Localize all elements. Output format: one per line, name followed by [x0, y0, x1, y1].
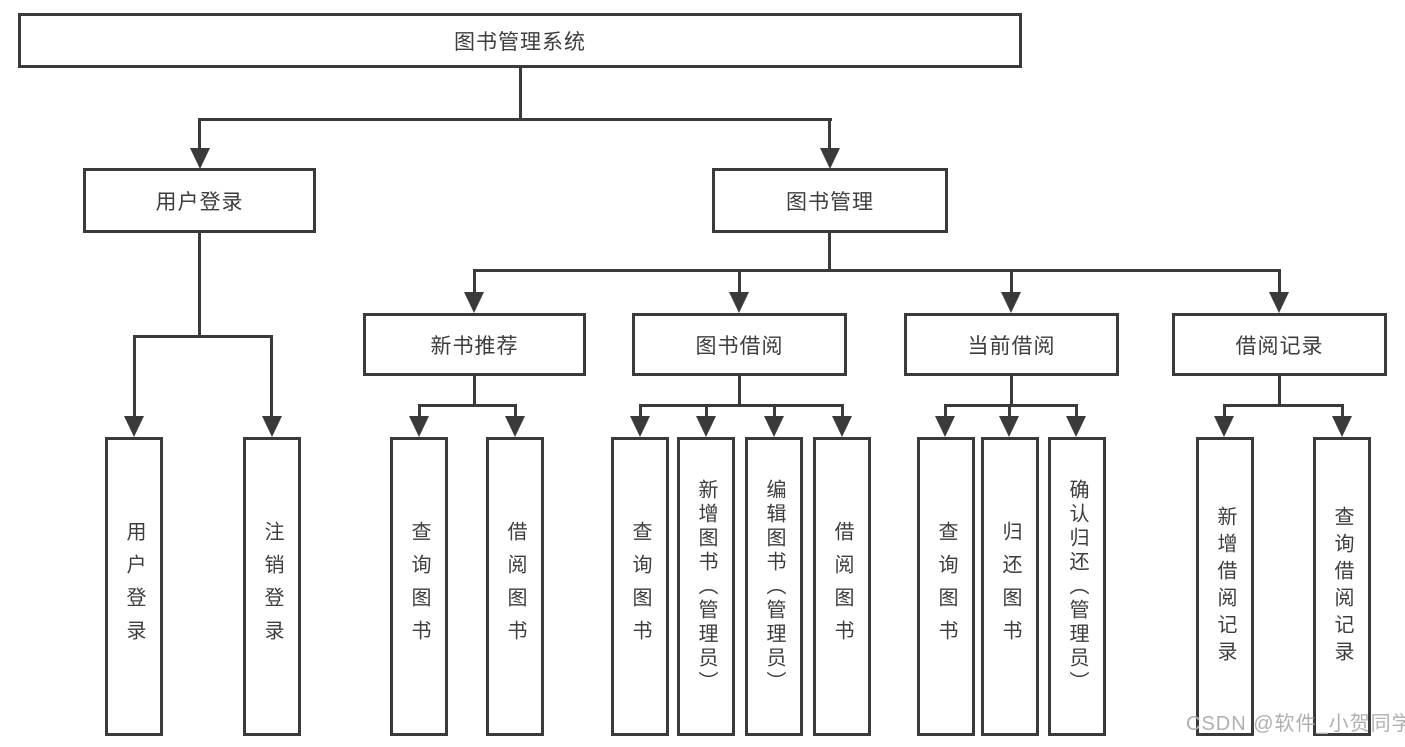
connector-borrowing-rail [639, 404, 843, 407]
connector-shaft [1008, 404, 1011, 418]
connector-shaft-records [1278, 269, 1281, 295]
connector-root-stem [519, 66, 522, 120]
leaf-add-book-admin-label: 新增图书（管理员） [695, 478, 717, 695]
connector-shaft-leaf-logout [270, 335, 273, 417]
leaf-query-books-borrowing-label: 查询图书 [629, 520, 651, 653]
connector-shaft [841, 404, 844, 418]
node-book-borrowing: 图书借阅 [632, 313, 847, 376]
arrow-down-icon [124, 416, 144, 437]
leaf-query-books-current-label: 查询图书 [935, 520, 957, 653]
node-borrowing-records-label: 借阅记录 [1235, 334, 1324, 358]
arrow-down-icon [1214, 416, 1234, 437]
leaf-return-book: 归还图书 [981, 437, 1039, 736]
connector-shaft-current [1010, 269, 1013, 295]
arrow-down-icon [832, 416, 852, 437]
connector-shaft-book-mgmt [828, 118, 831, 152]
leaf-query-books-recommend: 查询图书 [390, 437, 448, 736]
connector-records-rail [1223, 404, 1343, 407]
leaf-logout-label: 注销登录 [261, 520, 283, 653]
connector-bookmgmt-stem [828, 231, 831, 271]
leaf-query-books-current: 查询图书 [917, 437, 975, 736]
arrow-down-icon [1269, 292, 1289, 313]
connector-recommend-rail [418, 404, 517, 407]
arrow-down-icon [935, 416, 955, 437]
connector-shaft [514, 404, 517, 418]
node-root-system-label: 图书管理系统 [454, 30, 586, 54]
node-user-login-branch: 用户登录 [83, 168, 316, 233]
leaf-logout: 注销登录 [243, 437, 301, 736]
connector-shaft [944, 404, 947, 418]
arrow-down-icon [262, 416, 282, 437]
leaf-borrow-books-recommend: 借阅图书 [486, 437, 544, 736]
leaf-edit-book-admin: 编辑图书（管理员） [745, 437, 803, 736]
leaf-query-borrow-record: 查询借阅记录 [1313, 437, 1371, 736]
arrow-down-icon [1332, 416, 1352, 437]
arrow-down-icon [409, 416, 429, 437]
connector-records-stem [1278, 374, 1281, 407]
connector-bookmgmt-rail [473, 269, 1281, 272]
node-borrowing-records: 借阅记录 [1172, 313, 1387, 376]
connector-recommend-stem [473, 374, 476, 407]
connector-shaft [1075, 404, 1078, 418]
leaf-add-book-admin: 新增图书（管理员） [677, 437, 735, 736]
leaf-query-books-borrowing: 查询图书 [611, 437, 669, 736]
node-new-book-recommend-label: 新书推荐 [430, 334, 519, 358]
connector-shaft [1341, 404, 1344, 418]
connector-shaft-recommend [473, 269, 476, 295]
arrow-down-icon [630, 416, 650, 437]
arrow-down-icon [999, 416, 1019, 437]
node-book-management-branch-label: 图书管理 [786, 190, 874, 214]
arrow-down-icon [1001, 292, 1021, 313]
node-book-borrowing-label: 图书借阅 [695, 334, 784, 358]
leaf-add-borrow-record: 新增借阅记录 [1196, 437, 1254, 736]
leaf-user-login-label: 用户登录 [123, 520, 145, 653]
connector-shaft-borrowing [738, 269, 741, 295]
leaf-borrow-books-recommend-label: 借阅图书 [504, 520, 526, 653]
leaf-return-book-label: 归还图书 [999, 520, 1021, 653]
connector-userlogin-rail [133, 335, 273, 338]
csdn-watermark: CSDN @软件_小贺同学 [1186, 713, 1405, 735]
connector-shaft-user-login [198, 118, 201, 152]
leaf-add-borrow-record-label: 新增借阅记录 [1214, 505, 1236, 668]
node-book-management-branch: 图书管理 [712, 168, 948, 233]
node-root-system: 图书管理系统 [18, 13, 1022, 68]
arrow-down-icon [764, 416, 784, 437]
leaf-confirm-return-admin: 确认归还（管理员） [1048, 437, 1106, 736]
connector-current-rail [944, 404, 1078, 407]
connector-shaft [418, 404, 421, 418]
arrow-down-icon [1066, 416, 1086, 437]
leaf-user-login: 用户登录 [105, 437, 163, 736]
connector-shaft [705, 404, 708, 418]
arrow-down-icon [505, 416, 525, 437]
connector-shaft-leaf-login [133, 335, 136, 417]
leaf-query-borrow-record-label: 查询借阅记录 [1331, 505, 1353, 668]
arrow-down-icon [464, 292, 484, 313]
leaf-borrow-books-borrowing: 借阅图书 [813, 437, 871, 736]
connector-userlogin-stem [198, 231, 201, 338]
arrow-down-icon [696, 416, 716, 437]
connector-shaft [639, 404, 642, 418]
connector-root-rail [199, 118, 832, 121]
connector-current-stem [1010, 374, 1013, 407]
arrow-down-icon [729, 292, 749, 313]
leaf-edit-book-admin-label: 编辑图书（管理员） [763, 478, 785, 695]
node-current-borrowing-label: 当前借阅 [967, 334, 1056, 358]
connector-shaft [773, 404, 776, 418]
node-user-login-branch-label: 用户登录 [155, 190, 244, 214]
leaf-confirm-return-admin-label: 确认归还（管理员） [1066, 478, 1088, 695]
arrow-down-icon [820, 148, 840, 169]
connector-borrowing-stem [738, 374, 741, 407]
connector-shaft [1223, 404, 1226, 418]
node-current-borrowing: 当前借阅 [904, 313, 1119, 376]
leaf-query-books-recommend-label: 查询图书 [408, 520, 430, 653]
leaf-borrow-books-borrowing-label: 借阅图书 [831, 520, 853, 653]
arrow-down-icon [190, 148, 210, 169]
node-new-book-recommend: 新书推荐 [363, 313, 586, 376]
